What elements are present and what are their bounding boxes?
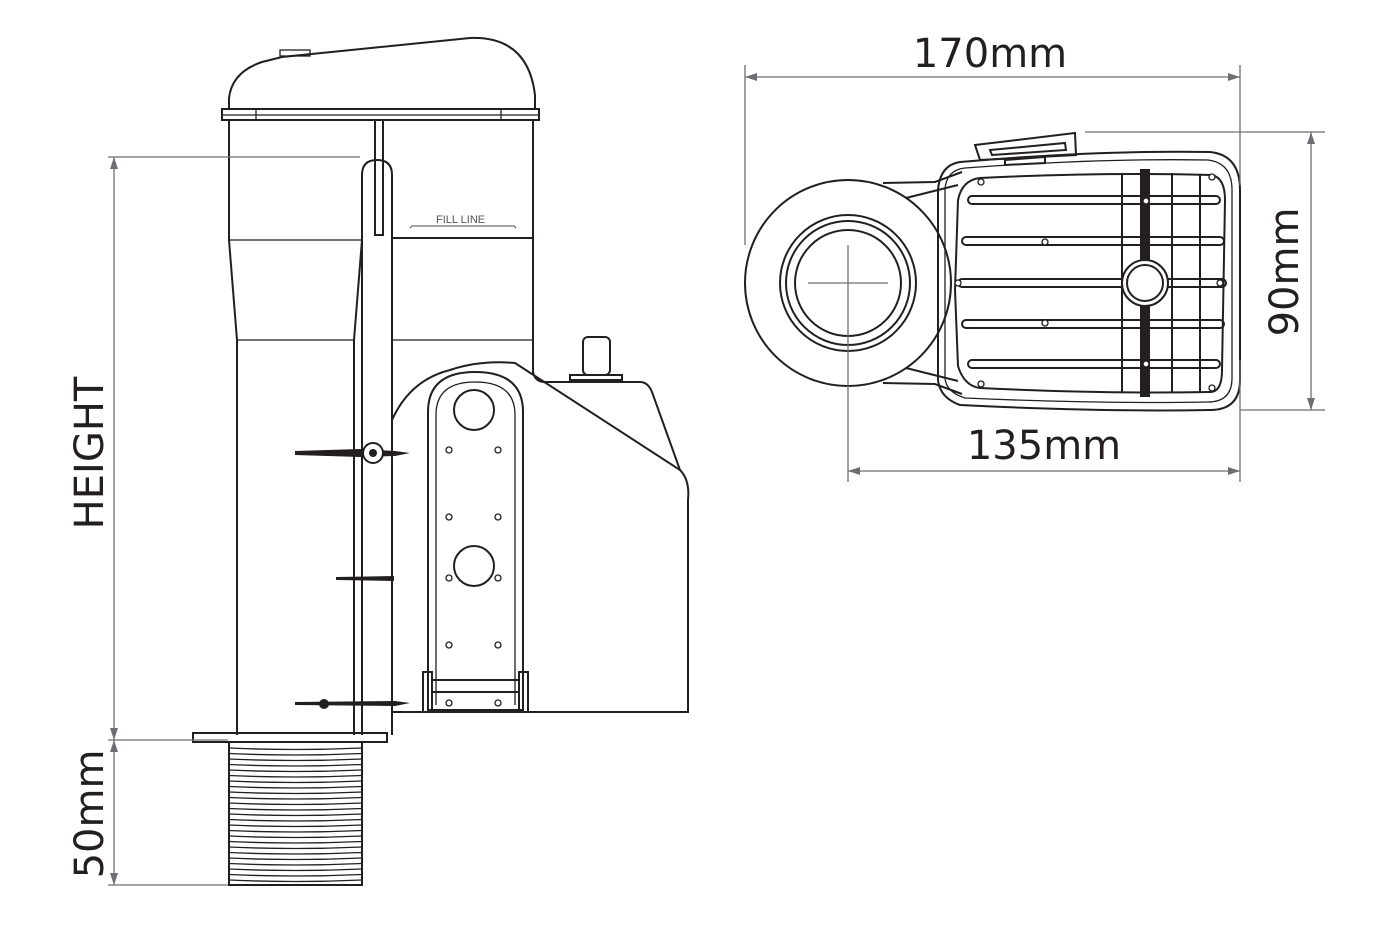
thread-ridge <box>228 780 363 784</box>
thread-ridge <box>228 758 363 762</box>
thread-ridge <box>228 763 363 767</box>
grille-bars <box>957 169 1227 397</box>
pump-housing <box>391 361 690 713</box>
thread-ridge <box>228 879 363 883</box>
center-distance-label: 135mm <box>967 423 1121 469</box>
fill-line-mark <box>409 225 517 229</box>
thread-ridge <box>228 846 363 850</box>
lower-port <box>453 545 495 587</box>
bracket <box>422 671 529 712</box>
lid-tab <box>279 49 311 57</box>
thread-ridge <box>228 857 363 861</box>
width-dimension: 170mm <box>744 31 1241 245</box>
thread-ridge <box>228 818 363 822</box>
fill-line-label: FILL LINE <box>436 214 485 226</box>
tube-inner-wall <box>353 239 363 735</box>
thread-ridge <box>228 807 363 811</box>
center-port <box>1121 259 1169 307</box>
thread-ridge <box>228 752 363 756</box>
lid <box>228 36 536 108</box>
clip <box>973 131 1078 167</box>
thread-ridge <box>228 824 363 828</box>
threaded-outlet <box>228 741 363 886</box>
height-dimension: HEIGHT 50mm <box>67 156 360 886</box>
side-view: FILL LINE <box>192 36 690 886</box>
thread-ridge <box>228 791 363 795</box>
thread-ridge <box>228 862 363 866</box>
thread-ridge <box>228 851 363 855</box>
thread-ridge <box>228 802 363 806</box>
center-distance-dimension: 135mm <box>847 245 1241 482</box>
thread-ridge <box>228 840 363 844</box>
thread-ridge <box>228 813 363 817</box>
top-view <box>744 131 1241 412</box>
mounting-plate <box>427 370 524 711</box>
thread-ridge <box>228 747 363 751</box>
float-rod <box>374 120 384 236</box>
thread-ridge <box>228 774 363 778</box>
thread-ridge <box>228 868 363 872</box>
thread-ridge <box>228 873 363 877</box>
flange <box>192 732 388 743</box>
grille-screws <box>954 173 1224 392</box>
float-arm-lower <box>295 701 410 706</box>
thread-ridge <box>228 796 363 800</box>
neck <box>882 171 963 395</box>
height-label: HEIGHT <box>67 376 113 529</box>
vent-nipple <box>582 336 611 376</box>
overflow-tube <box>361 158 393 735</box>
width-label: 170mm <box>913 31 1067 77</box>
thread-ridge <box>228 835 363 839</box>
upper-port <box>453 389 495 431</box>
thread-ridge <box>228 785 363 789</box>
thread-ridge <box>228 829 363 833</box>
grille-frame <box>953 173 1227 394</box>
float-arm-middle <box>336 576 394 581</box>
thread-ridge <box>228 769 363 773</box>
depth-dimension: 90mm <box>1085 131 1325 411</box>
thread-length-label: 50mm <box>67 750 113 879</box>
depth-label: 90mm <box>1262 208 1308 337</box>
screw-holes <box>445 446 502 707</box>
tank-body <box>228 120 238 735</box>
pump-housing-top <box>937 150 1241 412</box>
